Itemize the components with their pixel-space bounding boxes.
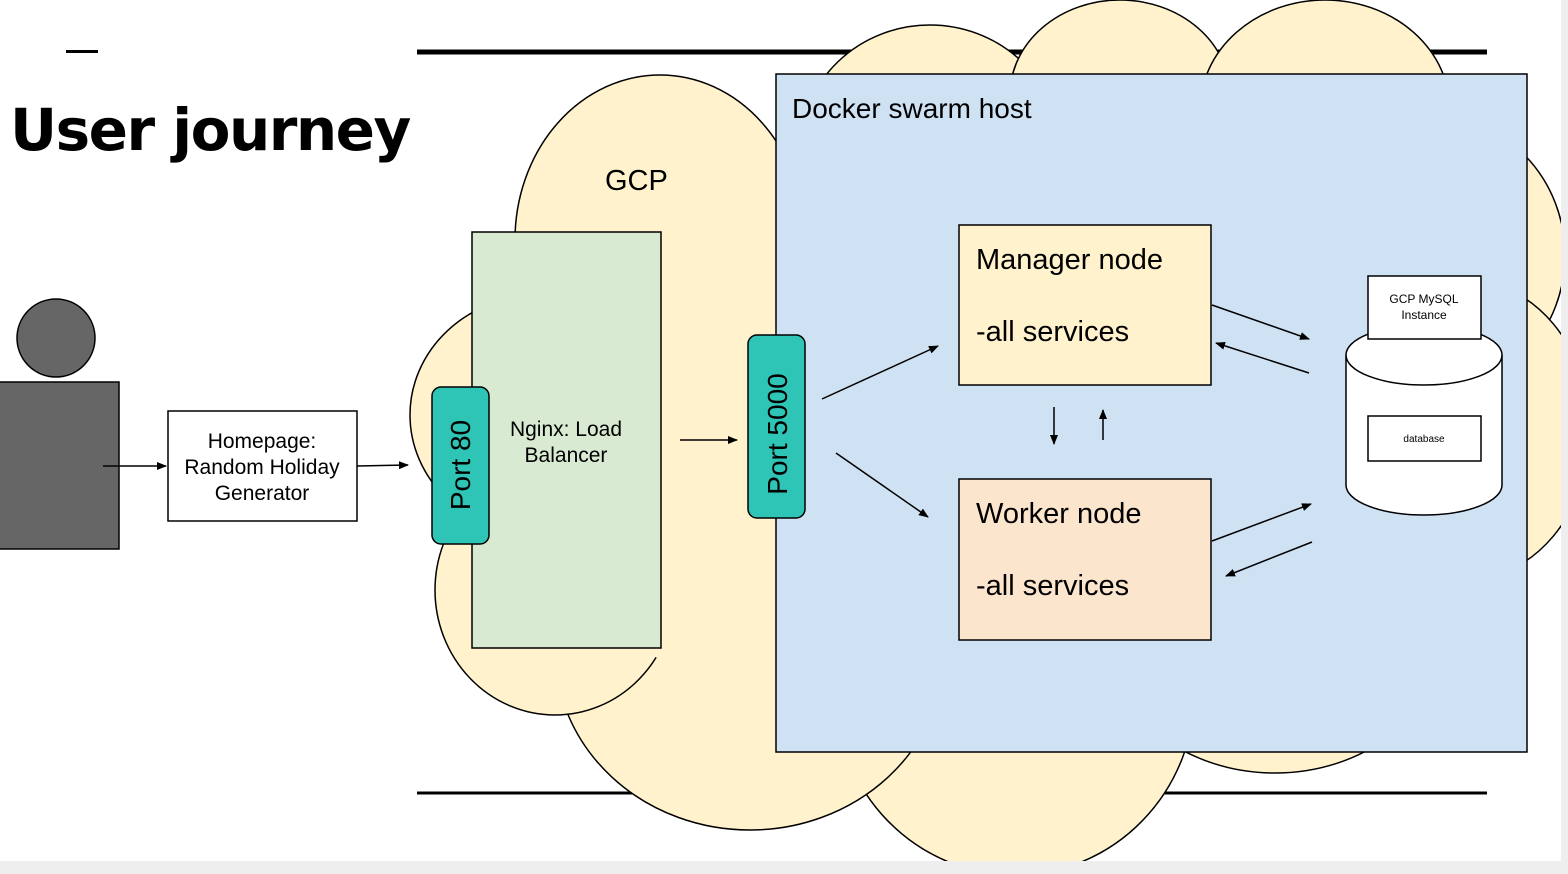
port-5000-label: Port 5000 (762, 373, 793, 494)
load-balancer-label-line1: Nginx: Load (510, 418, 622, 441)
arrow-manager-to-db (1211, 304, 1310, 340)
arrow-db-to-worker (1225, 541, 1313, 577)
arrow-port5000-to-worker (835, 452, 929, 518)
homepage-box (167, 410, 358, 522)
port-80-box (431, 386, 490, 545)
cloud-label: GCP (605, 165, 668, 197)
load-balancer-box (471, 231, 662, 649)
worker-node-services: -all services (976, 570, 1129, 602)
title-accent-dash (66, 50, 98, 53)
user-person-icon (0, 298, 120, 550)
worker-node-title: Worker node (976, 498, 1142, 530)
arrow-port5000-to-manager (821, 345, 939, 400)
homepage-label-line2: Random Holiday (184, 456, 340, 479)
arrow-db-to-manager (1215, 341, 1310, 374)
mysql-instance-line2: Instance (1401, 308, 1447, 322)
port-5000-box (747, 334, 806, 519)
slide-bottom-border (0, 861, 1568, 874)
homepage-label-line1: Homepage: (208, 430, 317, 453)
mysql-instance-line1: GCP MySQL (1389, 292, 1458, 306)
slide-right-border (1561, 0, 1568, 874)
swarm-label: Docker swarm host (792, 93, 1032, 124)
manager-node-box (958, 224, 1212, 386)
port-80-label: Port 80 (445, 420, 476, 510)
homepage-label-line3: Generator (215, 482, 310, 505)
manager-node-services: -all services (976, 316, 1129, 348)
database-label: database (1403, 434, 1445, 445)
database-box (1367, 415, 1482, 462)
mysql-instance-box (1367, 275, 1482, 340)
arrow-homepage-to-port80 (356, 461, 409, 470)
page-title: User journey (10, 96, 411, 164)
load-balancer-label-line2: Balancer (525, 444, 608, 467)
arrow-worker-to-db (1211, 503, 1312, 542)
worker-node-box (958, 478, 1212, 641)
manager-node-title: Manager node (976, 244, 1163, 276)
